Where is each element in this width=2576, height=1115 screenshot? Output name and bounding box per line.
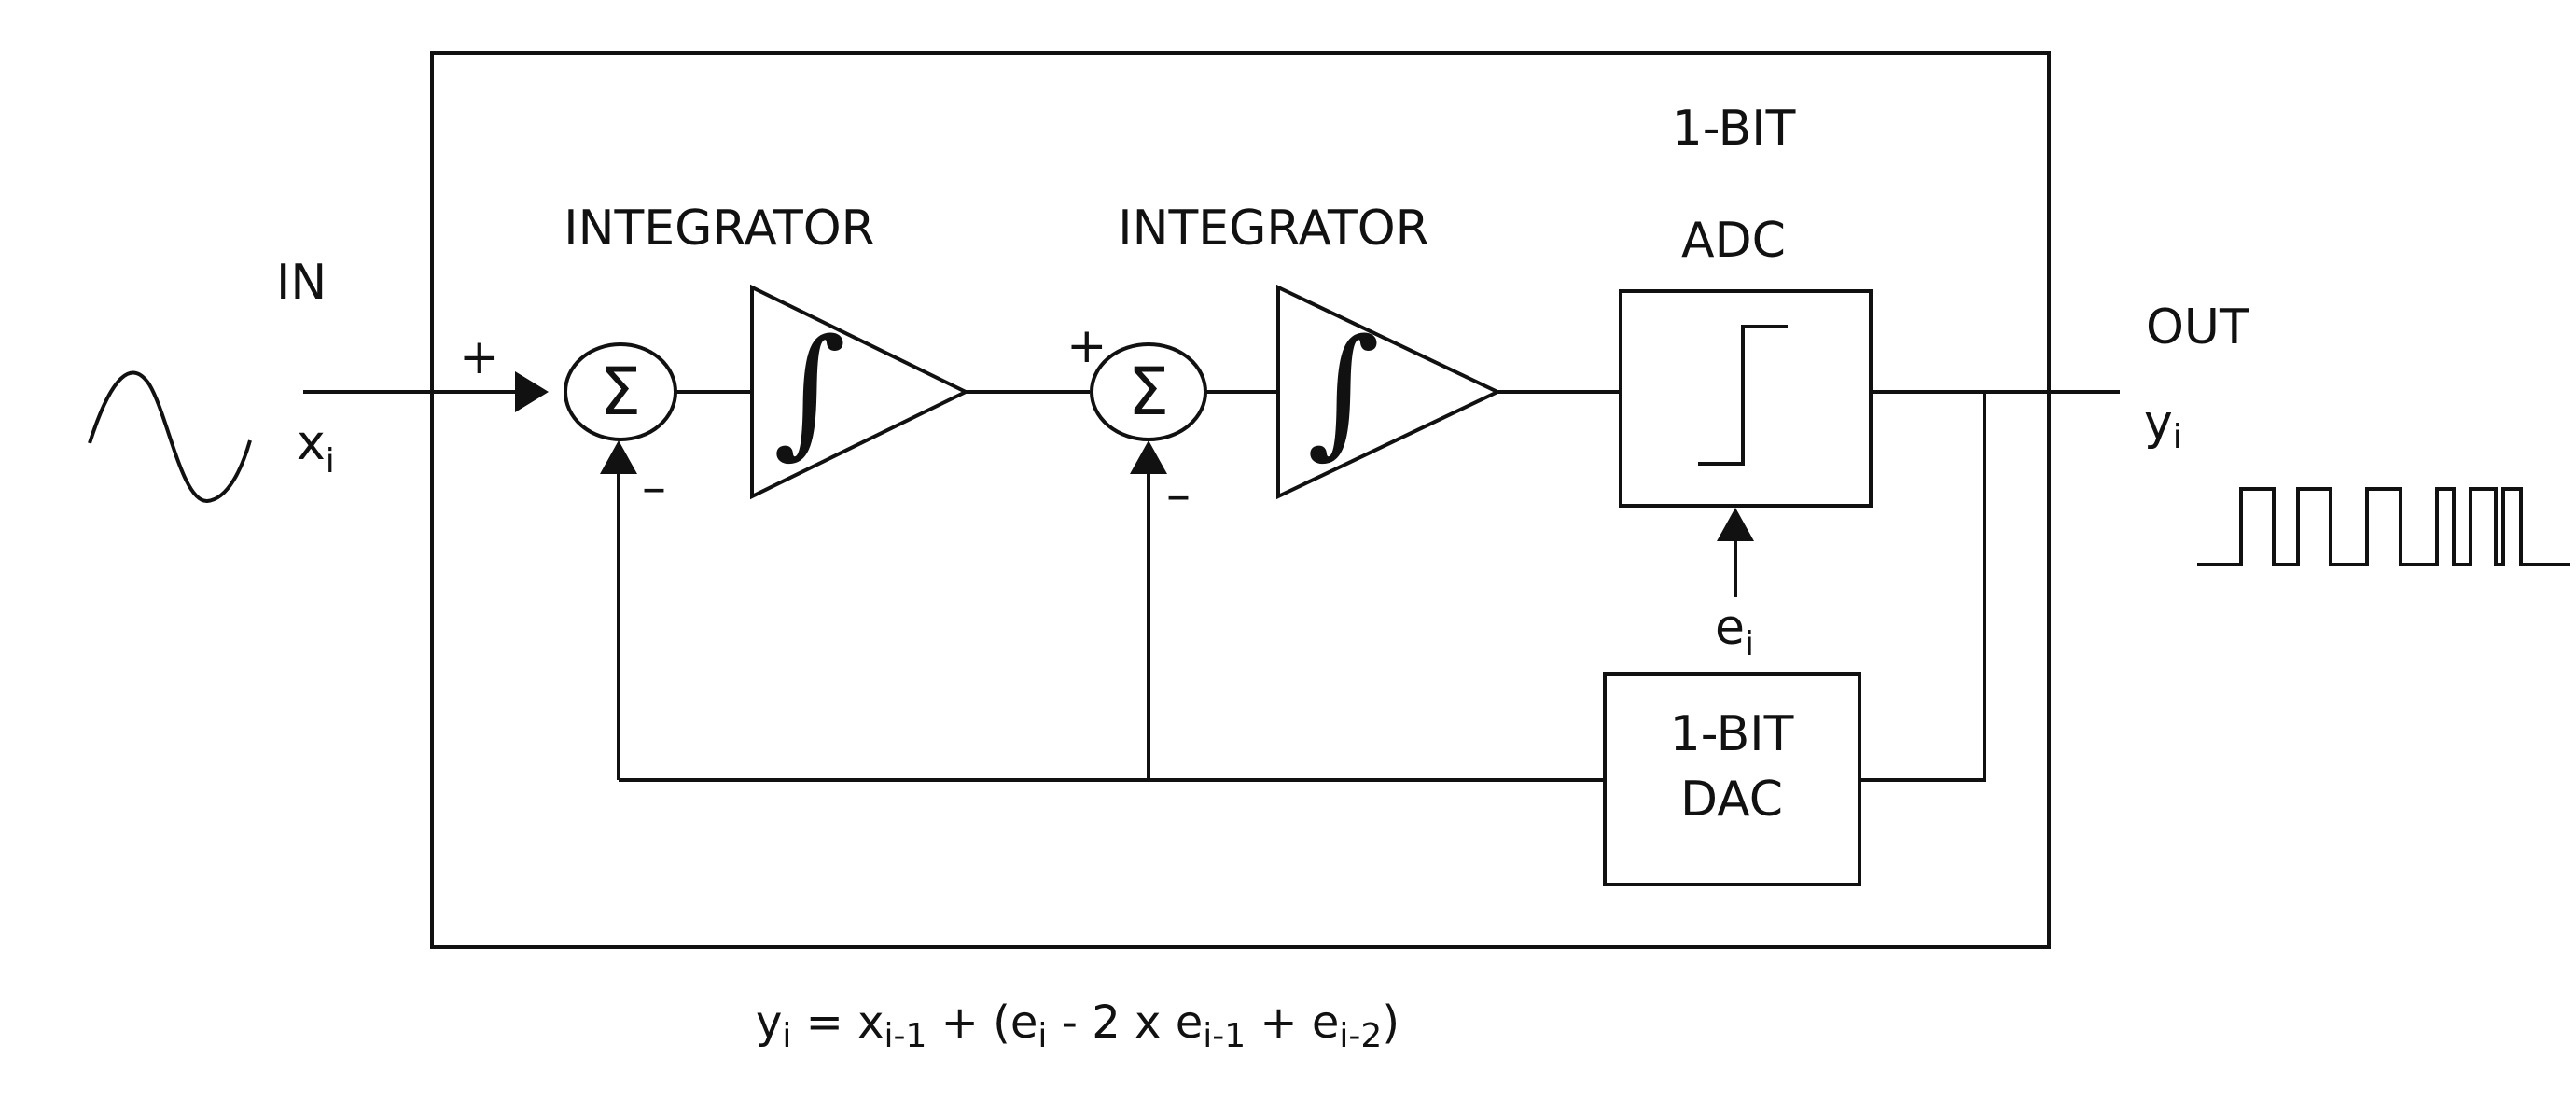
plus-sign-2: + <box>1066 318 1107 374</box>
input-label: IN <box>276 255 327 311</box>
comparator-step-icon <box>1698 325 1788 466</box>
summing-junction-1 <box>564 342 677 441</box>
sum-symbol-2: Σ <box>1128 354 1169 430</box>
summing-junction-2 <box>1090 342 1207 441</box>
modulator-box <box>430 51 2051 949</box>
adc-label-line2: ADC <box>1681 213 1786 269</box>
integral-symbol-2: ∫ <box>1307 310 1380 472</box>
output-pulse-train <box>2197 487 2570 566</box>
output-label: OUT <box>2146 300 2249 355</box>
dac-label-line2: DAC <box>1680 772 1783 828</box>
sum-symbol-1: Σ <box>600 354 641 430</box>
input-var: xi <box>297 415 335 481</box>
minus-sign-1: – <box>642 460 666 516</box>
integral-symbol-1: ∫ <box>773 310 846 472</box>
adc-label-line1: 1-BIT <box>1672 101 1796 157</box>
output-var: yi <box>2144 395 2182 456</box>
input-arrow <box>515 371 549 412</box>
dac-label-line1: 1-BIT <box>1670 706 1794 762</box>
adc-block <box>1619 289 1873 508</box>
integrator-1 <box>750 284 970 500</box>
integrator-2-label: INTEGRATOR <box>1118 201 1429 257</box>
transfer-equation: yi = xi-1 + (ei - 2 x ei-1 + ei-2) <box>756 997 1399 1055</box>
input-sine-wave <box>88 370 252 504</box>
integrator-2 <box>1276 284 1502 500</box>
plus-sign-1: + <box>459 329 500 385</box>
minus-sign-2: – <box>1166 467 1191 523</box>
integrator-1-label: INTEGRATOR <box>564 201 875 257</box>
error-var: ei <box>1715 600 1754 663</box>
feedback-arrow-1 <box>600 440 637 474</box>
feedback-arrow-2 <box>1130 440 1167 474</box>
error-arrow <box>1717 508 1754 541</box>
